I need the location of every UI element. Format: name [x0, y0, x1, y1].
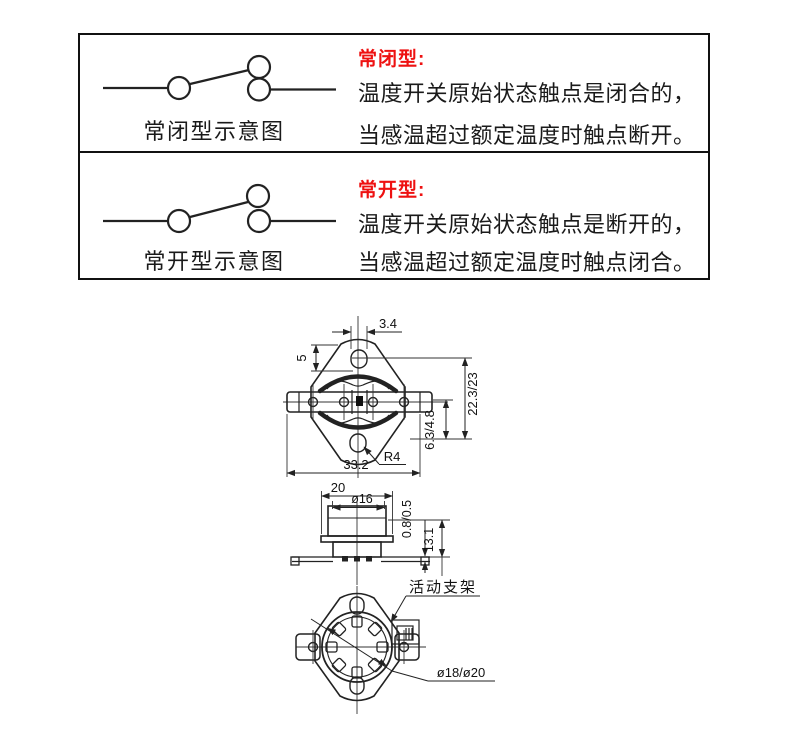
- tv-r4-text: R4: [384, 449, 401, 464]
- fv-tooth-2: [354, 556, 360, 562]
- fv-dim131-text: 13.1: [422, 528, 436, 552]
- fv-tooth-1: [342, 556, 348, 562]
- no-fixed-contact: [246, 208, 272, 234]
- bv-bracket-callout: 活动支架: [390, 579, 480, 623]
- tv-bottom-mounting-hole: [349, 433, 367, 453]
- bv-dia-arrow-upper: [327, 627, 341, 637]
- tv-dim-hole-offset: 5: [294, 344, 353, 372]
- bv-body-inner-circle: [326, 616, 388, 678]
- no-moving-contact: [245, 183, 271, 209]
- bv-terminal-left: [295, 633, 321, 661]
- bv-notch-sw: [331, 657, 347, 673]
- nc-left-contact: [166, 75, 192, 101]
- bv-notch-n: [351, 615, 363, 628]
- normally-open-title: 常开型:: [358, 180, 426, 201]
- bv-notch-s: [351, 666, 363, 679]
- tv-dimpitch-text: 22.3/23: [465, 372, 480, 415]
- tv-disc-wave-bottom: [326, 414, 390, 424]
- normally-closed-schematic: [103, 54, 336, 102]
- bottom-view: 活动支架 ø18/ø20: [295, 579, 495, 714]
- bv-diameter-callout: ø18/ø20: [310, 618, 495, 682]
- fv-bracket-left-tab: [290, 556, 300, 566]
- normally-open-desc-line2: 当感温超过额定温度时触点闭合。: [358, 250, 696, 275]
- bv-dia-arrow-lower: [373, 657, 387, 667]
- bv-bracket-inner: [396, 625, 414, 641]
- tv-disc-arc-top: [317, 374, 399, 394]
- fv-tooth-3: [366, 556, 372, 562]
- normally-open-schematic: [103, 183, 336, 234]
- bv-notch-e: [376, 641, 389, 653]
- no-lever: [189, 200, 249, 219]
- tv-radius-callout: R4: [363, 446, 406, 465]
- bv-terminal-right: [394, 633, 420, 661]
- top-view: 3.4 5 22.3/23 6.3/4.8: [283, 316, 480, 478]
- tv-dim332-text: 33.2: [343, 457, 368, 472]
- normally-closed-desc-line1: 温度开关原始状态触点是闭合的，: [358, 81, 696, 106]
- fv-dim08-text: 0.8/0.5: [400, 500, 414, 538]
- tv-dim63-text: 6.3/4.8: [422, 410, 437, 450]
- tv-dim-overall-width: 33.2: [286, 414, 421, 477]
- tv-terminal-holes: [307, 384, 410, 420]
- nc-moving-contact: [246, 54, 272, 80]
- bv-top-mounting-hole: [349, 596, 365, 615]
- tv-disc-wave-top: [326, 380, 390, 390]
- tv-dim34-text: 3.4: [379, 316, 397, 331]
- fv-dim-body-width: 20: [321, 480, 393, 534]
- tv-dim-center-to-hole: 6.3/4.8: [422, 399, 453, 450]
- bv-movable-bracket-detail: [391, 619, 420, 645]
- bv-bracket-outer: [391, 619, 420, 645]
- fv-dim16-text: ø16: [351, 492, 373, 506]
- tv-r4-leader: [363, 446, 380, 465]
- tv-disc-arc-bottom: [317, 410, 399, 430]
- tv-terminal-bar: [286, 391, 433, 413]
- bv-dia-leader: [391, 670, 429, 682]
- nc-lever: [189, 68, 250, 86]
- fv-dim-right-side: 0.8/0.5 13.1: [388, 500, 450, 576]
- normally-closed-desc-line2: 当感温超过额定温度时触点断开。: [358, 123, 696, 148]
- bv-flange-outline: [314, 592, 400, 702]
- fv-mounting-bracket: [290, 556, 430, 566]
- fv-dim-cap-diameter: ø16: [332, 492, 385, 511]
- normally-closed-title: 常闭型:: [358, 49, 426, 70]
- info-box-row-divider: [78, 151, 710, 153]
- bv-dia-text: ø18/ø20: [437, 665, 485, 680]
- bv-notch-w: [325, 641, 338, 653]
- normally-open-desc-line1: 温度开关原始状态触点是断开的，: [358, 212, 696, 237]
- no-left-contact: [166, 208, 192, 234]
- normally-closed-caption: 常闭型示意图: [143, 119, 285, 144]
- bv-notch-ne: [367, 621, 383, 637]
- fv-dim20-text: 20: [331, 480, 345, 495]
- bv-bracket-leader: [390, 595, 407, 623]
- bv-terminals: [295, 630, 420, 664]
- front-view: 20 ø16 0.8/0.5 13.1: [290, 480, 450, 585]
- nc-fixed-contact: [246, 77, 272, 102]
- switch-type-info-box: [78, 33, 710, 280]
- bv-bracket-label: 活动支架: [409, 579, 477, 596]
- tv-dim-hole-width: 3.4: [332, 316, 402, 349]
- tv-dim5-text: 5: [294, 354, 309, 361]
- tv-top-mounting-hole: [350, 349, 368, 369]
- tv-center-rivet: [356, 396, 363, 406]
- normally-open-caption: 常开型示意图: [143, 249, 285, 274]
- bv-body-outer-circle: [321, 611, 393, 683]
